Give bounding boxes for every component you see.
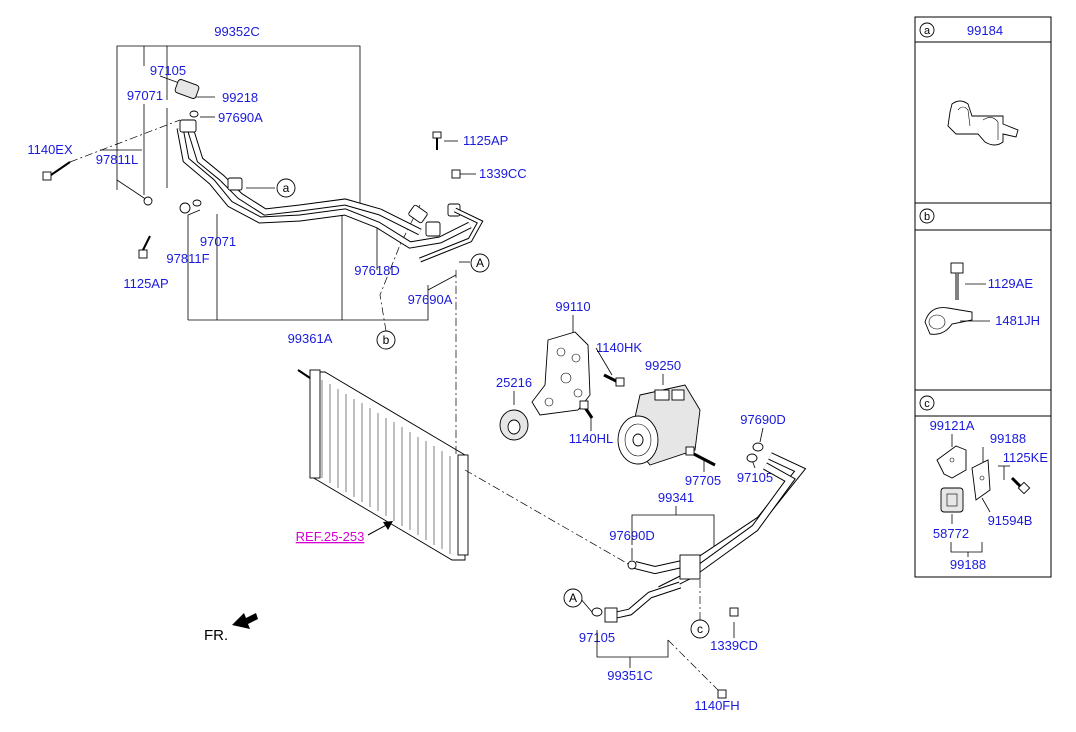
lower-leaders — [579, 506, 735, 691]
label-97071-top: 97071 — [127, 88, 163, 103]
svg-text:b: b — [383, 333, 390, 347]
label-97690A-top: 97690A — [218, 110, 263, 125]
svg-text:a: a — [283, 181, 290, 195]
idler-25216-icon — [499, 409, 529, 441]
clamp-1481JH-icon — [924, 307, 973, 335]
fr-label: FR. — [204, 627, 228, 644]
label-97705: 97705 — [685, 473, 721, 488]
callout-b: b — [376, 330, 396, 350]
label-1140HL: 1140HL — [569, 431, 614, 446]
legend-c-leaders — [950, 434, 1010, 557]
callout-c-lower: c — [690, 619, 710, 639]
bolts-top — [42, 110, 461, 259]
condenser-icon — [297, 369, 469, 561]
label-99361A: 99361A — [288, 331, 333, 346]
label-99110: 99110 — [555, 299, 590, 314]
label-97690A-bottom: 97690A — [408, 292, 453, 307]
hose-assembly-99352C — [174, 79, 484, 263]
legend-a-part: 99184 — [967, 23, 1003, 38]
legend-a-letter: a — [924, 25, 931, 37]
label-25216: 25216 — [496, 375, 532, 390]
legend-c-part-58772: 58772 — [933, 526, 969, 541]
legend-c-part-99121A: 99121A — [930, 418, 975, 433]
legend-b-header: b — [919, 208, 935, 224]
bracket-99188-icon — [971, 459, 991, 501]
clip-99184-icon — [947, 100, 1019, 146]
compressor-leaders — [513, 315, 764, 472]
legend-c-part-99188-bottom: 99188 — [950, 557, 986, 572]
label-1339CC: 1339CC — [479, 166, 527, 181]
label-1140FH: 1140FH — [694, 698, 739, 713]
svg-text:A: A — [476, 256, 484, 270]
callout-A-top: A — [470, 253, 490, 273]
legend-c-part-1125KE: 1125KE — [1003, 450, 1049, 465]
rubber-58772-icon — [940, 487, 964, 513]
label-1140HK: 1140HK — [596, 340, 642, 355]
legend-panel — [914, 16, 1052, 578]
label-97071-bottom: 97071 — [200, 234, 236, 249]
label-99351C: 99351C — [607, 668, 653, 683]
bolt-97705-icon — [685, 446, 716, 467]
label-99352C: 99352C — [214, 24, 260, 39]
label-97690D-right: 97690D — [740, 412, 786, 427]
label-97105-mid: 97105 — [737, 470, 773, 485]
bolt-1125KE-icon — [1010, 476, 1031, 495]
label-97618D: 97618D — [354, 263, 400, 278]
front-arrow-icon — [232, 613, 258, 629]
label-99341: 99341 — [658, 490, 694, 505]
callout-A-lower: A — [563, 588, 583, 608]
label-1125AP-top: 1125AP — [463, 133, 508, 148]
legend-a-header: a 99184 — [919, 22, 1003, 38]
svg-text:A: A — [569, 591, 577, 605]
label-1140EX: 1140EX — [27, 142, 73, 157]
label-99250: 99250 — [645, 358, 681, 373]
ref-25-253-link[interactable]: REF.25-253 — [296, 529, 365, 544]
legend-c-part-91594B: 91594B — [988, 513, 1033, 528]
label-1339CD: 1339CD — [710, 638, 758, 653]
legend-c-header: c — [919, 395, 935, 411]
front-direction-indicator: FR. — [204, 613, 258, 644]
bolt-1129AE-icon — [950, 262, 964, 300]
bracket-99121A-icon — [936, 445, 967, 479]
label-1125AP-bottom: 1125AP — [123, 276, 168, 291]
callout-a-top: a — [276, 178, 296, 198]
legend-b-part-1129AE: 1129AE — [988, 276, 1034, 291]
legend-c-part-99188-top: 99188 — [990, 431, 1026, 446]
bracket-99110-icon — [531, 331, 591, 416]
hose-assembly-99341 — [604, 452, 807, 623]
legend-b-letter: b — [924, 211, 930, 223]
compressor-99250-icon — [617, 384, 701, 466]
legend-b-part-1481JH: 1481JH — [995, 313, 1040, 328]
label-97811L: 97811L — [96, 152, 138, 167]
label-97105-top: 97105 — [150, 63, 186, 78]
legend-c-letter: c — [924, 398, 930, 410]
svg-text:c: c — [697, 622, 703, 636]
bolt-1140HL-icon — [579, 400, 594, 419]
bolt-1140HK-icon — [603, 373, 625, 387]
label-99218: 99218 — [222, 90, 258, 105]
label-97811F: 97811F — [166, 251, 209, 266]
